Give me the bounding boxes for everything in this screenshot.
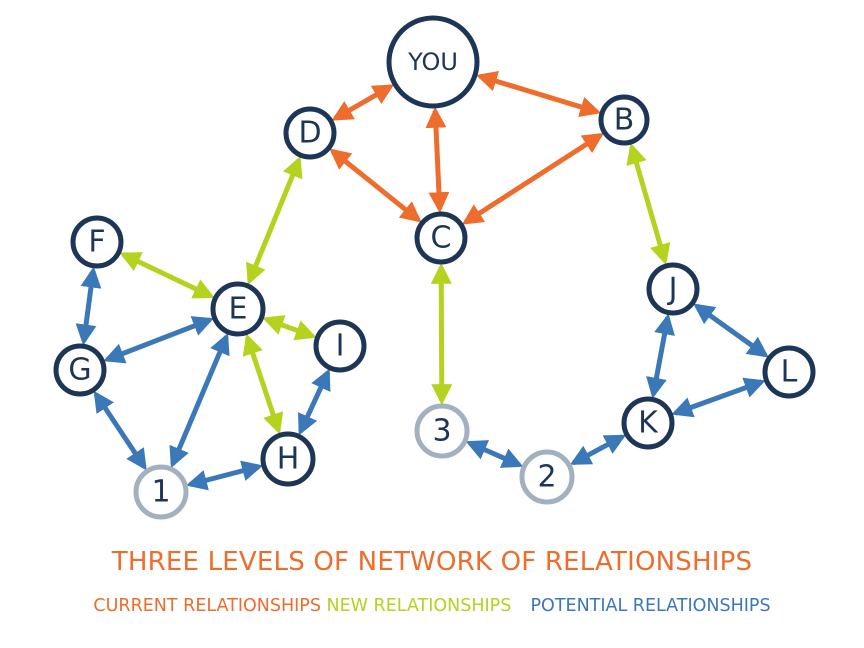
node-label-B: B	[614, 103, 635, 138]
node-circle-H	[260, 431, 316, 487]
edge-J-K	[646, 313, 675, 399]
node-circle-F	[70, 215, 124, 269]
legend-new-relationships: NEW RELATIONSHIPS	[326, 596, 512, 616]
diagram-title: THREE LEVELS OF NETWORK OF RELATIONSHIPS	[111, 547, 753, 577]
node-F: F	[70, 215, 124, 269]
node-circle-D	[283, 106, 337, 160]
node-circle-G	[53, 343, 107, 397]
node-label-F: F	[88, 225, 105, 260]
node-YOU: YOU	[386, 15, 480, 109]
node-circle-I	[313, 319, 367, 373]
edge-1-E	[169, 332, 230, 469]
node-circle-3	[414, 403, 470, 459]
edge-F-E	[119, 252, 215, 299]
legend: CURRENT RELATIONSHIPS NEW RELATIONSHIPS …	[0, 596, 864, 616]
node-D: D	[283, 106, 337, 160]
node-label-YOU: YOU	[407, 48, 458, 76]
edge-2-K	[569, 434, 627, 466]
node-label-G: G	[68, 353, 91, 388]
edge-E-H	[242, 333, 284, 435]
edge-G-E	[103, 316, 214, 364]
edges-layer	[75, 71, 769, 491]
node-J: J	[646, 262, 700, 316]
edge-B-C	[461, 132, 605, 225]
edge-1-H	[185, 460, 264, 491]
node-E: E	[210, 281, 266, 337]
node-label-D: D	[298, 116, 321, 151]
node-H: H	[260, 431, 316, 487]
node-circle-2	[519, 449, 575, 505]
node-I: I	[313, 319, 367, 373]
legend-current-relationships: CURRENT RELATIONSHIPS	[93, 596, 321, 616]
edge-3-2	[465, 440, 524, 468]
edge-J-L	[693, 303, 769, 358]
node-2: 2	[519, 449, 575, 505]
node-circle-YOU	[386, 15, 480, 109]
node-label-L: L	[781, 355, 798, 390]
node-circle-E	[210, 281, 266, 337]
node-label-1: 1	[151, 475, 170, 510]
node-B: B	[598, 94, 650, 146]
node-3: 3	[414, 403, 470, 459]
node-K: K	[621, 396, 675, 450]
node-label-H: H	[277, 442, 300, 477]
node-label-K: K	[638, 406, 659, 441]
legend-potential-relationships: POTENTIAL RELATIONSHIPS	[530, 596, 771, 616]
node-circle-C	[414, 211, 468, 265]
node-circle-1	[133, 464, 189, 520]
node-G: G	[53, 343, 107, 397]
edge-B-J	[626, 142, 671, 266]
node-label-C: C	[431, 221, 452, 256]
node-circle-L	[762, 345, 816, 399]
nodes-layer: YOU B C D E F G H I J K L 1 2 3	[53, 15, 816, 520]
edge-K-L	[671, 377, 766, 418]
edge-D-E	[246, 155, 303, 286]
node-label-E: E	[229, 292, 248, 327]
edge-E-I	[262, 315, 317, 341]
edge-G-1	[93, 390, 147, 471]
edge-D-C	[329, 148, 422, 223]
node-label-2: 2	[537, 460, 556, 495]
node-label-I: I	[336, 329, 345, 364]
node-label-J: J	[667, 272, 678, 307]
edge-H-I	[298, 368, 331, 436]
node-C: C	[414, 211, 468, 265]
node-1: 1	[133, 464, 189, 520]
edge-C-3	[430, 262, 453, 406]
node-circle-J	[646, 262, 700, 316]
node-circle-K	[621, 396, 675, 450]
edge-F-G	[75, 266, 102, 346]
node-label-3: 3	[432, 414, 451, 449]
node-circle-B	[598, 94, 650, 146]
node-L: L	[762, 345, 816, 399]
edge-YOU-D	[331, 84, 395, 121]
edge-YOU-B	[475, 71, 602, 118]
edge-YOU-C	[425, 106, 450, 214]
